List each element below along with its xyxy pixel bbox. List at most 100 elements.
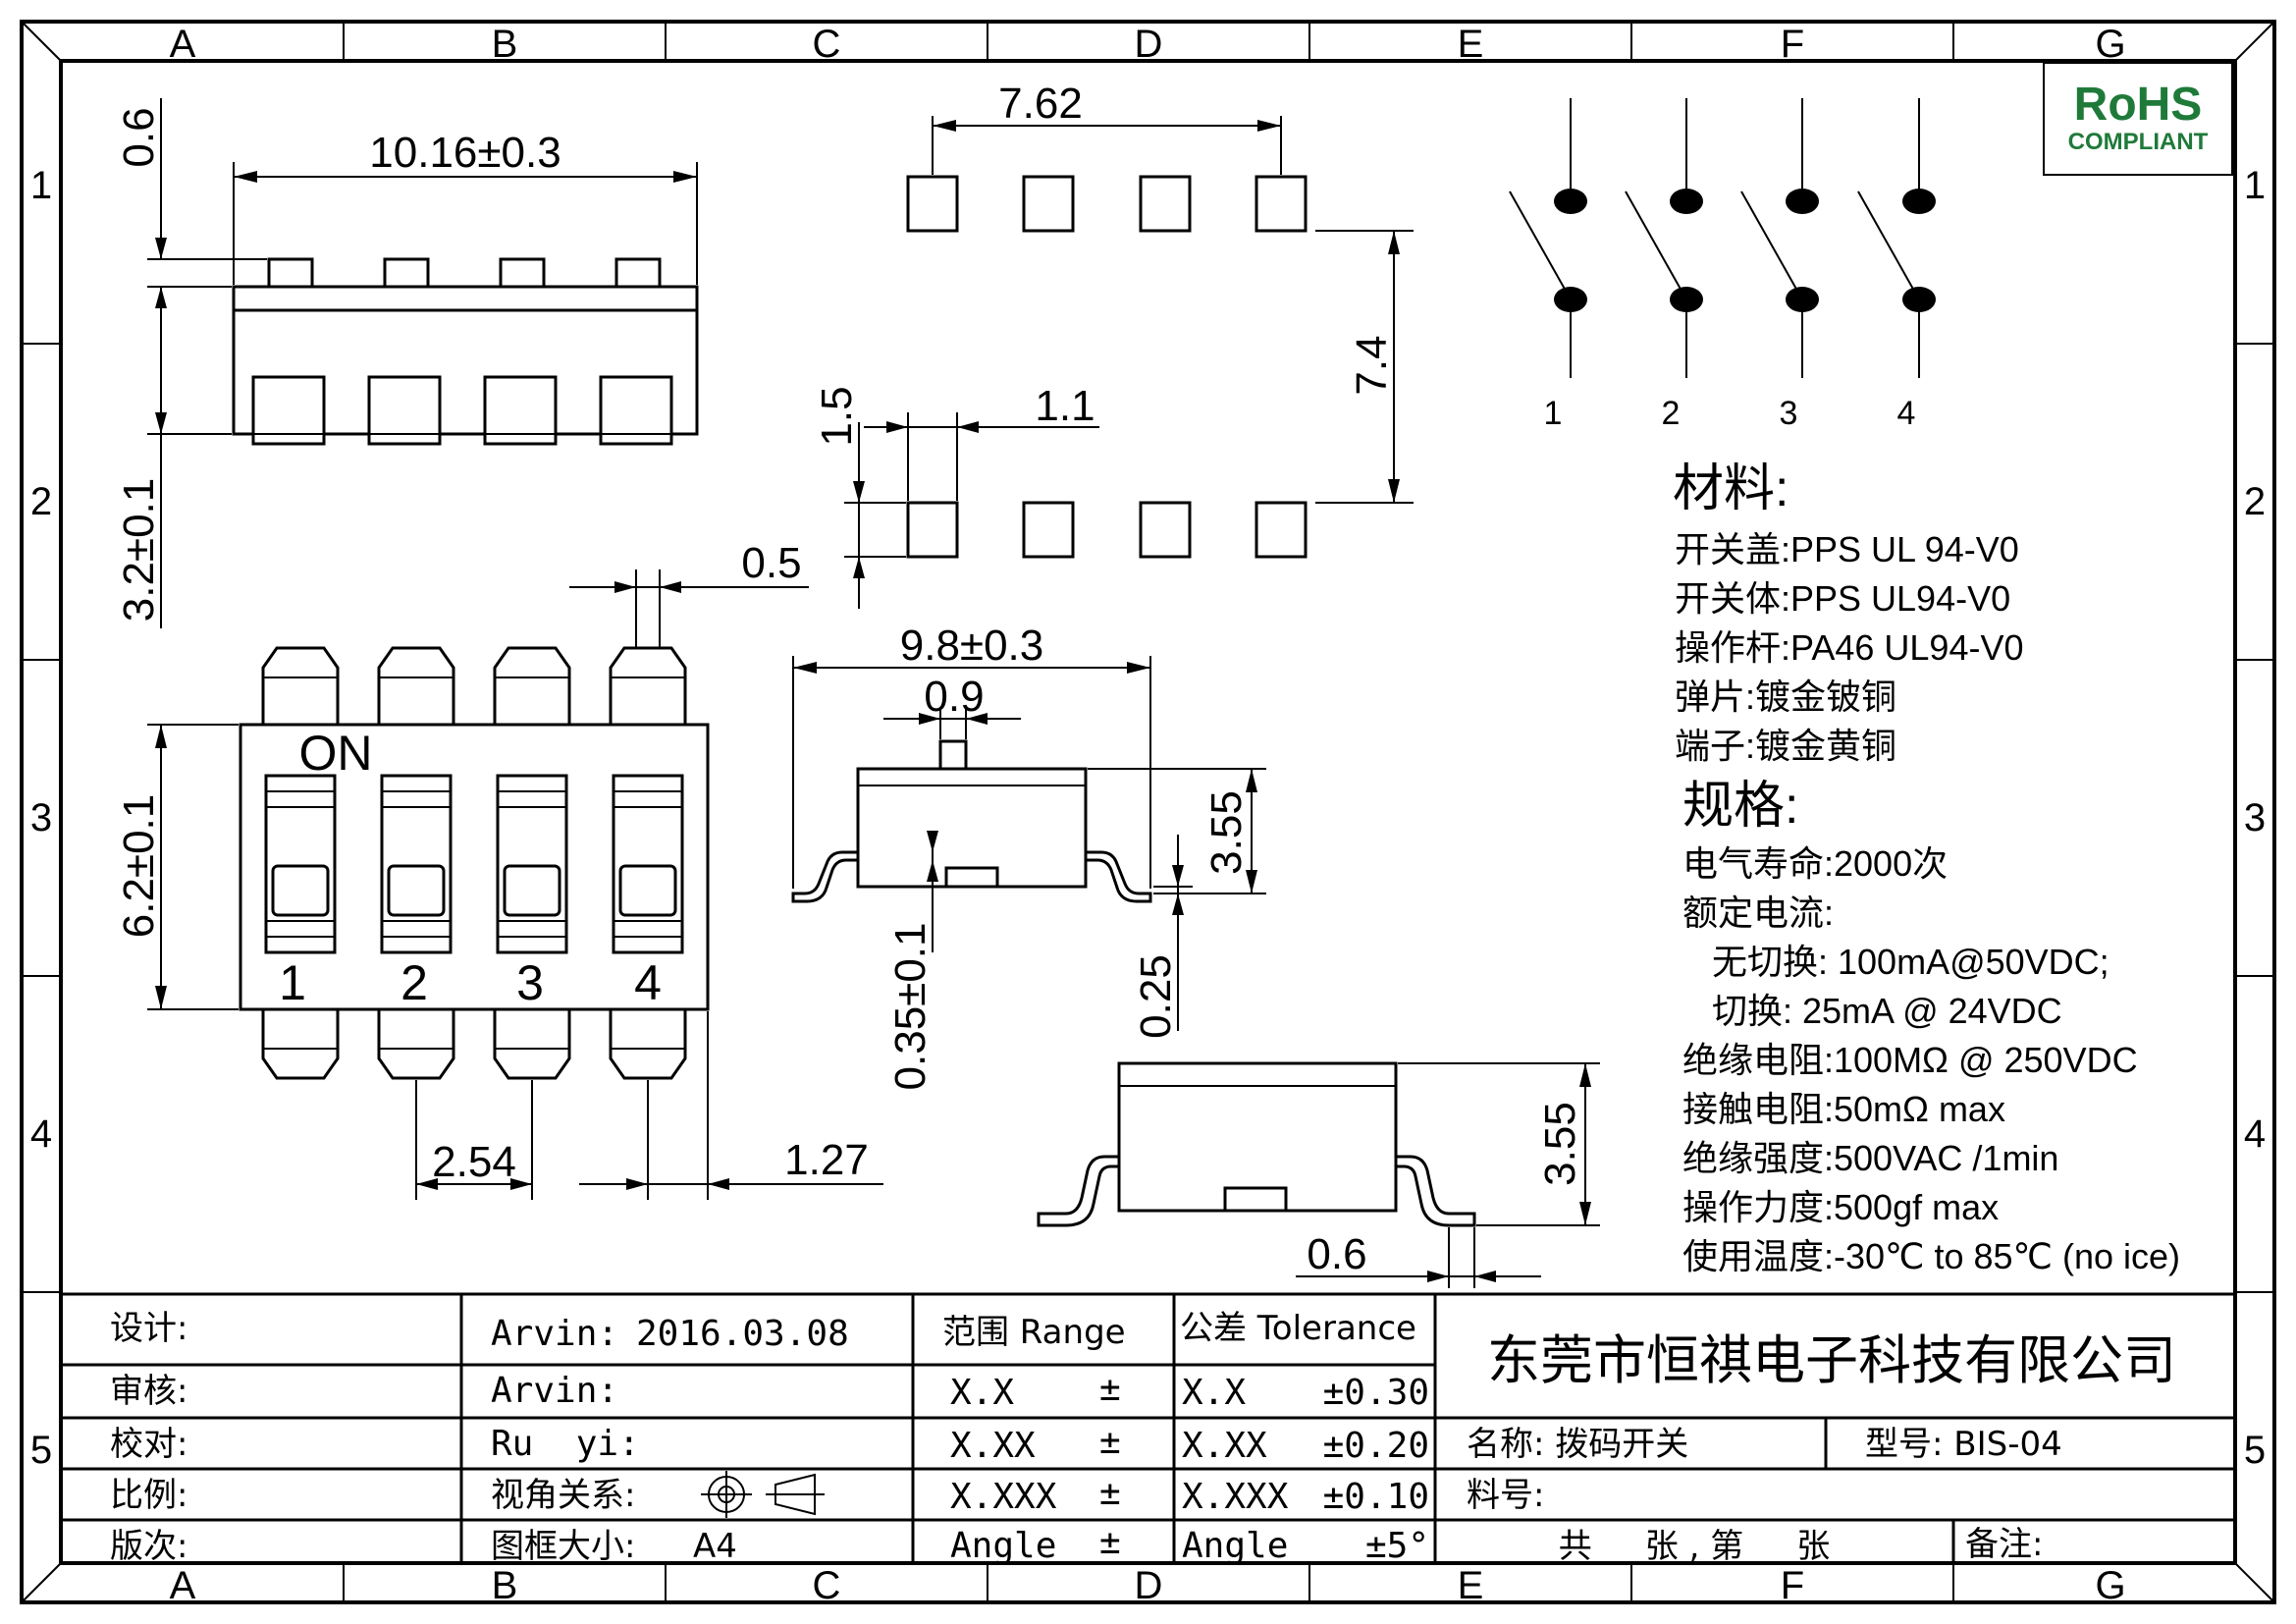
range-pm: ± [1099,1473,1121,1513]
material-number-label: 料号: [1467,1476,1544,1515]
dim-pad-pitch: 7.62 [998,80,1083,128]
dim-pad-width: 1.1 [1035,382,1095,430]
grid-col-label: C [813,23,841,66]
dim-actuator-width: 0.9 [924,673,984,721]
reviewer-name: Arvin: [491,1371,618,1411]
range-format: X.X [950,1373,1014,1413]
grid-row-label: 1 [30,164,52,207]
dim-pin-height: 0.6 [115,107,163,167]
grid-row-label: 5 [2244,1429,2266,1472]
tolerance-header: 公差 Tolerance [1180,1309,1416,1348]
materials-item: 端子:镀金黄铜 [1675,726,1896,766]
projection-symbol-icon [701,1471,825,1518]
dim-side-height: 3.55 [1202,790,1251,875]
schematic-pin-label: 3 [1780,395,1798,432]
dim-body-width: 6.2±0.1 [115,794,163,938]
frame-size-label: 图框大小: [491,1527,635,1566]
rohs-subtitle: COMPLIANT [2068,129,2209,155]
titleblock-label: 版次: [110,1527,187,1566]
dim-lead-thickness: 0.35±0.1 [886,923,934,1091]
grid-col-label: E [1458,1564,1484,1607]
grid-col-label: B [492,1564,518,1607]
switch-position-label: 2 [400,955,428,1010]
specs-item: 额定电流: [1682,893,1834,933]
grid-row-label: 3 [30,796,52,839]
switch-position-label: 3 [516,955,544,1010]
tolerance-value: ±0.30 [1323,1373,1429,1413]
grid-row-label: 2 [2244,480,2266,523]
range-format: X.XX [950,1426,1036,1466]
switch-schematic: 1 2 3 4 [1509,98,1936,432]
grid-row-label: 5 [30,1429,52,1472]
grid-col-label: E [1458,23,1484,66]
dim-pin-offset: 1.27 [784,1136,869,1184]
specs-item: 使用温度:-30℃ to 85℃ (no ice) [1682,1236,2180,1276]
specs-item: 操作力度:500gf max [1682,1187,1999,1227]
grid-col-label: F [1781,1564,1804,1607]
model-number: 型号: BIS-04 [1865,1425,2062,1464]
tolerance-value: ±5° [1365,1526,1429,1566]
tolerance-value: ±0.10 [1323,1477,1429,1517]
dim-pad-height: 1.5 [813,386,861,446]
grid-row-label: 1 [2244,164,2266,207]
tolerance-format: X.X [1182,1373,1246,1413]
top-view: ON 1 2 3 4 6.2±0.1 0.5 2.54 1.27 [115,539,883,1200]
grid-col-label: A [170,23,196,66]
tolerance-format: X.XXX [1182,1477,1289,1517]
dim-pin-width: 0.5 [741,539,801,587]
specs-heading: 规格: [1682,778,1798,835]
grid-col-label: D [1135,23,1163,66]
grid-col-label: A [170,1564,196,1607]
range-header: 范围 Range [942,1313,1126,1352]
grid-col-label: G [2095,1564,2125,1607]
projection-label: 视角关系: [491,1476,635,1515]
materials-heading: 材料: [1673,460,1789,517]
switch-position-label: 4 [634,955,662,1010]
specs-item: 切换: 25mA @ 24VDC [1682,991,2062,1031]
titleblock-label: 比例: [110,1476,187,1515]
specs-item: 绝缘强度:500VAC /1min [1682,1138,2058,1178]
end-view: 3.55 0.6 [1037,1061,1600,1288]
on-label: ON [299,726,373,781]
dim-side-length: 9.8±0.3 [900,622,1043,670]
dim-overall-width: 10.16±0.3 [369,129,561,177]
titleblock-label: 审核: [110,1372,187,1411]
range-format: X.XXX [950,1477,1057,1517]
range-format: Angle [950,1526,1056,1566]
tolerance-format: X.XX [1182,1426,1267,1466]
dim-pad-row-spacing: 7.4 [1348,335,1396,395]
grid-row-label: 4 [2244,1112,2266,1156]
dim-end-height: 3.55 [1536,1102,1584,1186]
frame-size-value: A4 [693,1527,737,1566]
tolerance-format: Angle [1182,1526,1288,1566]
dim-end-lead: 0.6 [1307,1230,1366,1278]
specs-item: 绝缘电阻:100MΩ @ 250VDC [1682,1040,2138,1080]
titleblock-label: 设计: [110,1309,187,1348]
specs-item: 电气寿命:2000次 [1682,843,1948,884]
rohs-badge: RoHS COMPLIANT [2043,62,2233,176]
materials-item: 操作杆:PA46 UL94-V0 [1675,627,2023,668]
materials-section: 材料: 开关盖:PPS UL 94-V0 开关体:PPS UL94-V0 操作杆… [1673,460,2023,766]
grid-col-label: C [813,1564,841,1607]
materials-item: 弹片:镀金铍铜 [1675,677,1896,717]
range-pm: ± [1099,1369,1121,1409]
dim-pin-pitch: 2.54 [432,1138,516,1186]
grid-col-label: D [1135,1564,1163,1607]
checker-name: Ru yi: [491,1424,640,1464]
grid-col-label: B [492,23,518,66]
grid-col-label: F [1781,23,1804,66]
schematic-pin-label: 4 [1897,395,1916,432]
switch-position-label: 1 [279,955,306,1010]
drawing-frame: A B C D E F G A B C D E F G 1 2 3 4 5 1 … [20,20,2276,1607]
grid-row-label: 4 [30,1112,52,1156]
schematic-pin-label: 2 [1662,395,1681,432]
specs-item: 接触电阻:50mΩ max [1682,1089,2005,1129]
range-pm: ± [1099,1422,1121,1462]
rohs-title: RoHS [2074,79,2203,131]
title-block: 设计: 审核: 校对: 比例: 版次: Arvin: 2016.03.08 Ar… [61,1292,2235,1566]
part-name: 名称: 拨码开关 [1467,1425,1688,1464]
specs-item: 无切换: 100mA@50VDC; [1682,942,2109,982]
company-name: 东莞市恒祺电子科技有限公司 [1487,1329,2176,1391]
dim-body-height: 3.2±0.1 [115,478,163,622]
